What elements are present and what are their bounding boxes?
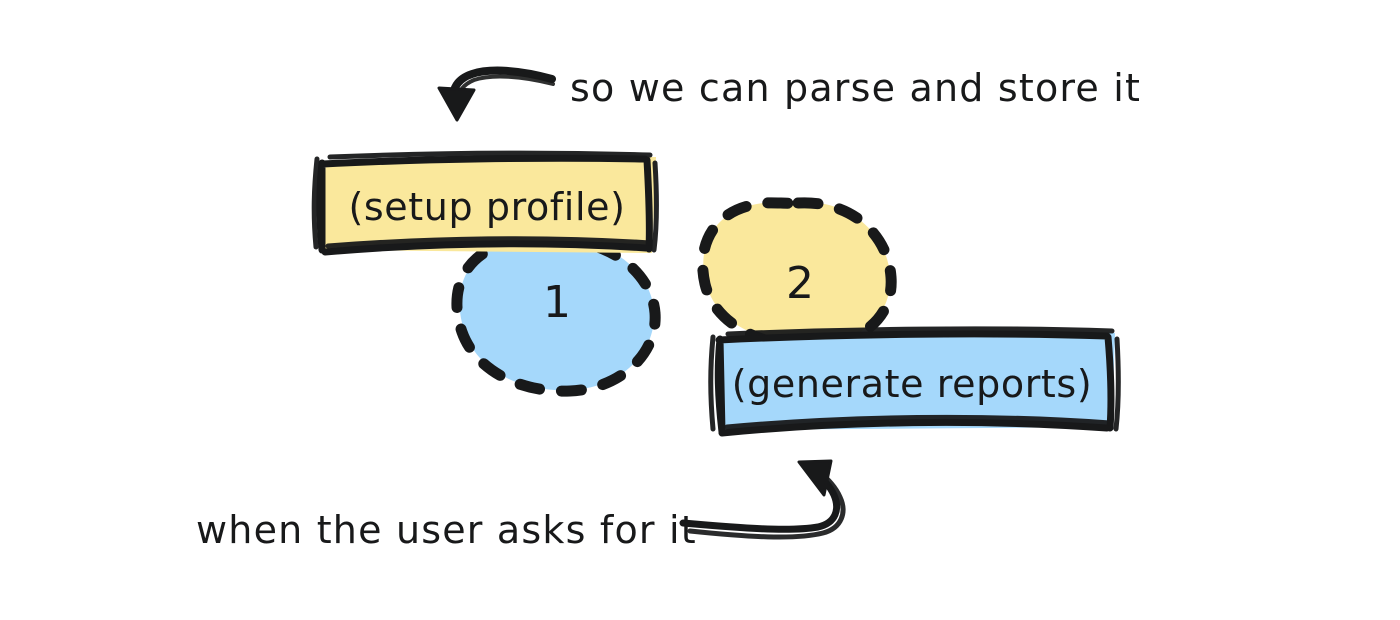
setup-profile-label: (setup profile) (348, 185, 625, 229)
generate-reports-label: (generate reports) (732, 362, 1093, 406)
badge-1-fill (459, 238, 655, 391)
badge-2-number: 2 (786, 258, 814, 309)
generate-reports-outline (714, 330, 1115, 437)
annotation-top-text: so we can parse and store it (570, 66, 1141, 110)
badge-2[interactable]: 2 (697, 197, 897, 352)
setup-profile-outline (316, 154, 653, 256)
annotation-bottom-arrow-tail-second (687, 469, 846, 540)
node-generate-reports[interactable]: (generate reports) (708, 326, 1121, 437)
annotation-bottom-arrow-head (797, 459, 833, 497)
badge-2-fill (703, 201, 891, 345)
badge-1-dashed-outline (451, 234, 661, 397)
setup-profile-outline-second-pass (311, 150, 659, 253)
node-setup-profile[interactable]: (setup profile) (311, 150, 659, 256)
annotation-bottom-arrow-icon (679, 459, 846, 540)
generate-reports-outline-second-pass (708, 326, 1121, 432)
annotation-top-arrow-head (437, 86, 476, 122)
badge-1[interactable]: 1 (451, 234, 661, 397)
badge-1-number: 1 (543, 277, 571, 328)
setup-profile-fill (322, 157, 656, 253)
annotation-bottom-text: when the user asks for it (196, 508, 697, 552)
generate-reports-fill (719, 333, 1115, 430)
annotation-top-arrow-icon (437, 66, 556, 122)
